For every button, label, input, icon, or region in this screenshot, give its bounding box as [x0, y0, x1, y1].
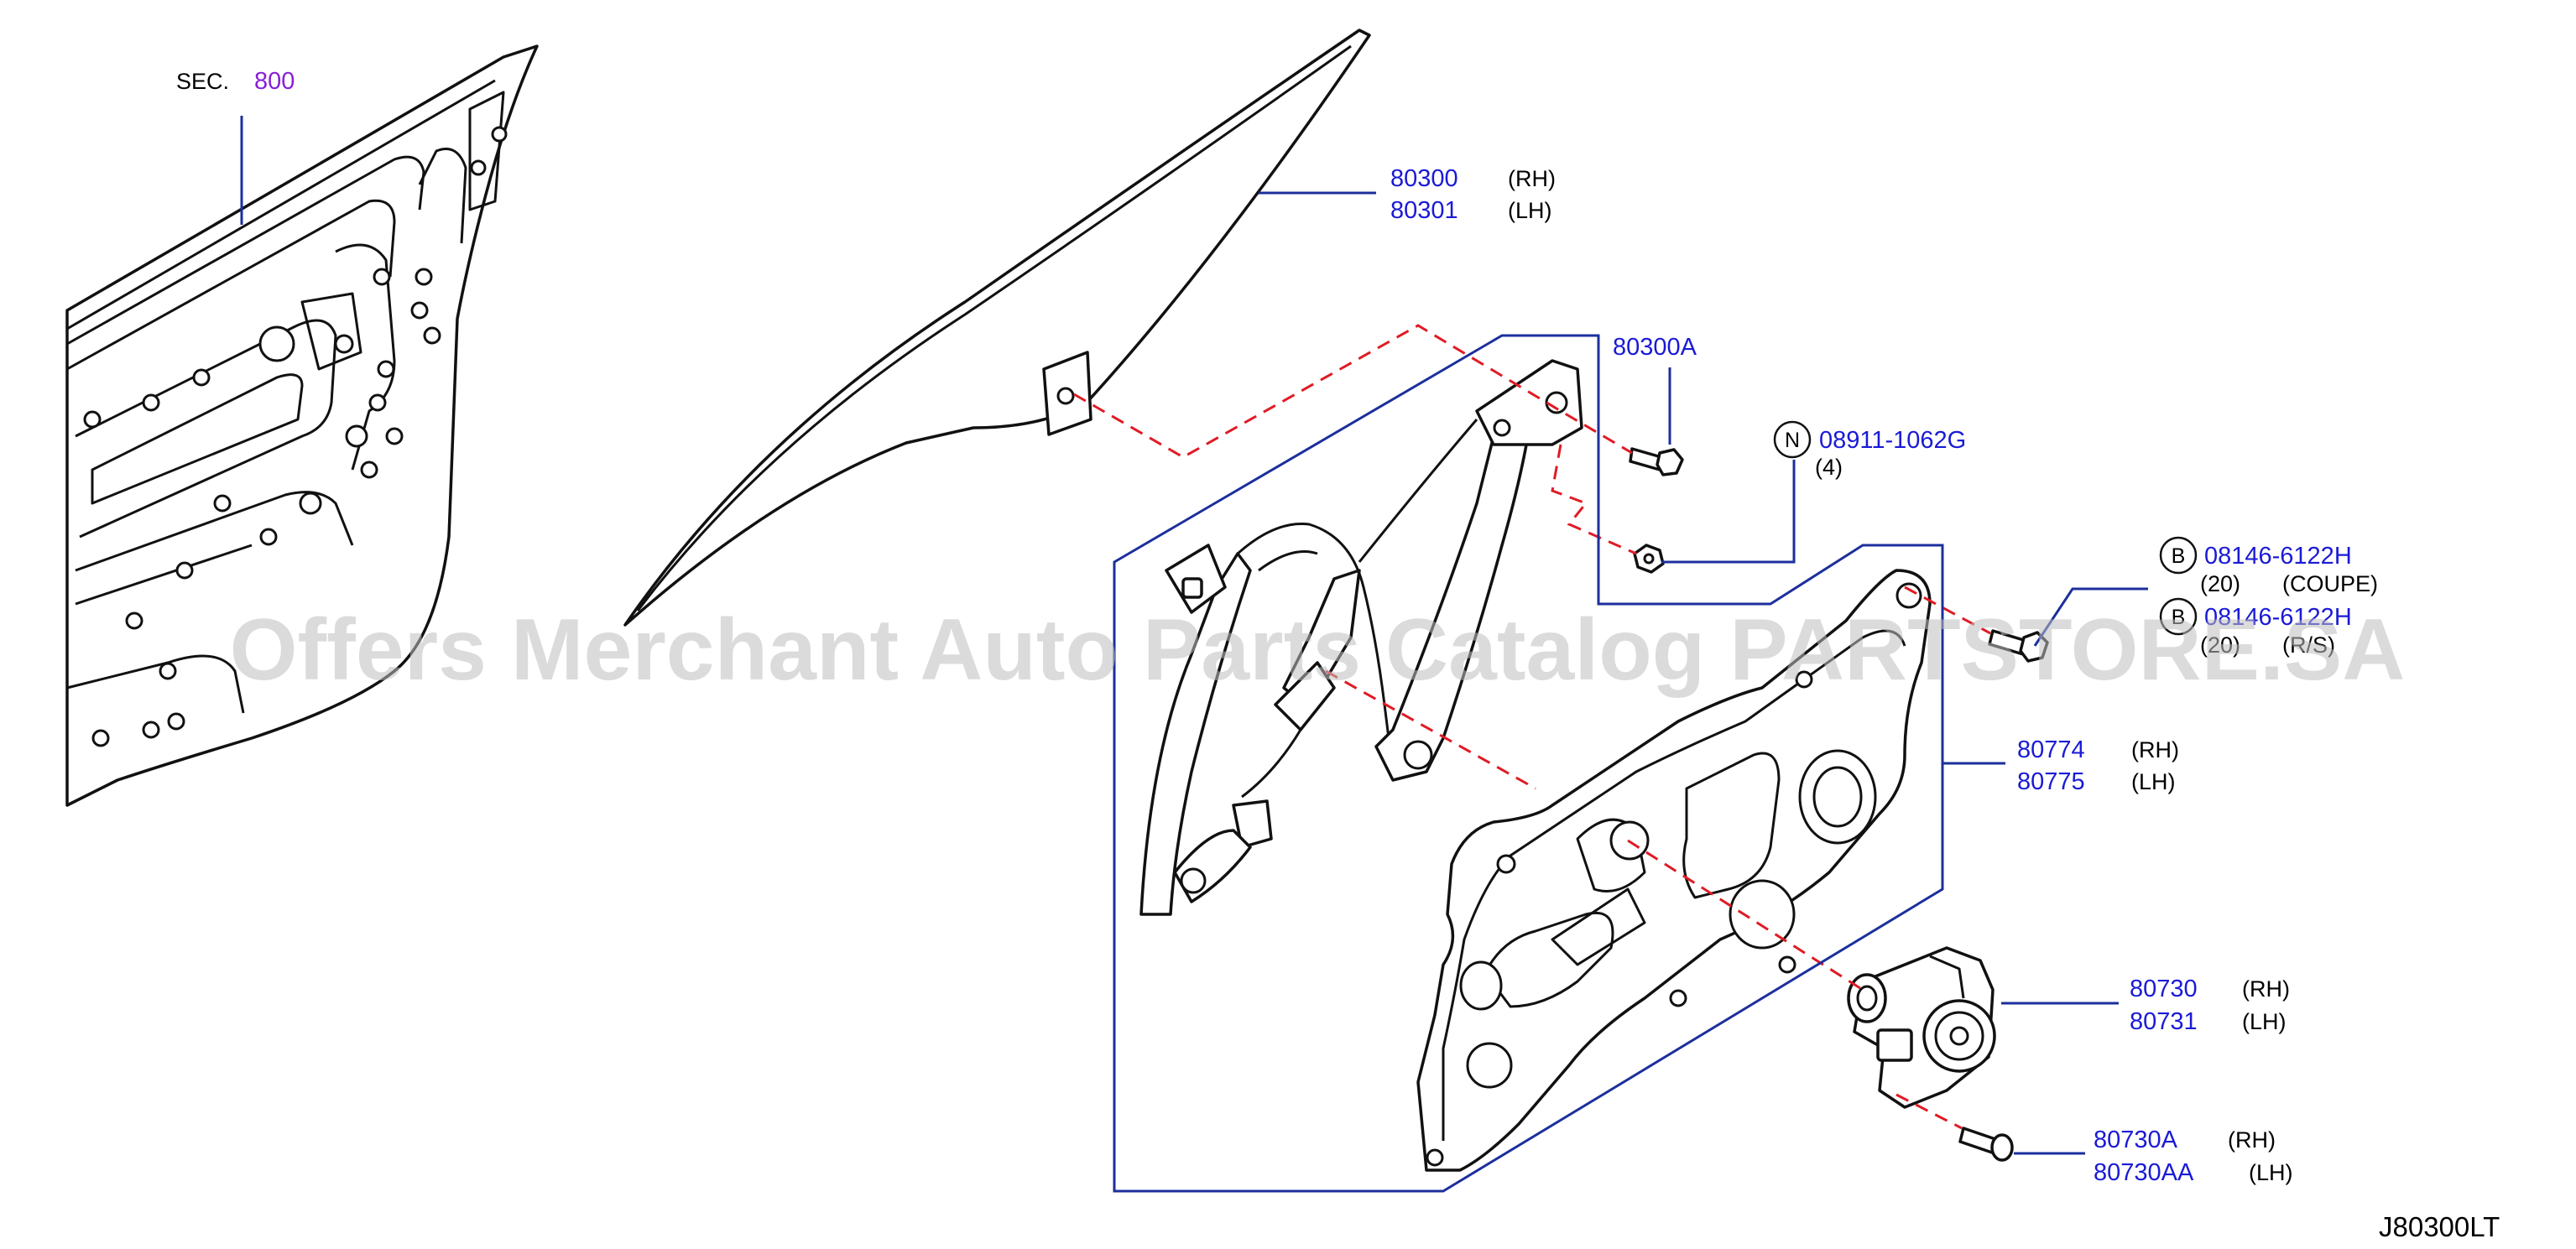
bolt-08146	[1988, 629, 2049, 663]
screw-80730a	[1958, 1127, 2014, 1162]
panel-lh-part[interactable]: 80775	[2017, 768, 2085, 795]
screw-lh-side: (LH)	[2249, 1160, 2293, 1185]
label-motor[interactable]: 80730 (RH) 80731 (LH)	[2130, 976, 2290, 1035]
bolt-rs-note: (R/S)	[2282, 632, 2335, 658]
motor-rh-side: (RH)	[2242, 976, 2290, 1002]
screw-rh-side: (RH)	[2228, 1127, 2276, 1153]
leader-lines	[240, 116, 2148, 1155]
diagram-reference: J80300LT	[2379, 1211, 2500, 1242]
door-glass	[623, 29, 1371, 627]
nut-qty: (4)	[1815, 455, 1843, 480]
assembly-guides	[1073, 324, 1991, 1130]
panel-lh-side: (LH)	[2131, 769, 2176, 794]
motor-lh-part[interactable]: 80731	[2130, 1008, 2198, 1035]
screw-rh-part[interactable]: 80730A	[2094, 1127, 2178, 1153]
screw-lh-part[interactable]: 80730AA	[2094, 1159, 2194, 1186]
glass-lh-part[interactable]: 80301	[1390, 197, 1458, 224]
sec-number[interactable]: 800	[254, 68, 295, 95]
watermark: Offers Merchant Auto Parts Catalog PARTS…	[230, 601, 2406, 699]
bolt-80300a	[1629, 447, 1684, 476]
window-regulator	[1139, 359, 1583, 916]
nut-symbol: N	[1785, 429, 1800, 452]
bolt-symbol: B	[2172, 544, 2186, 568]
motor-lh-side: (LH)	[2242, 1009, 2287, 1034]
bolt-coupe-part[interactable]: 08146-6122H	[2204, 543, 2352, 570]
panel-rh-part[interactable]: 80774	[2017, 736, 2085, 763]
assembly-outline	[1113, 334, 1944, 1193]
label-screw[interactable]: 80730A (RH) 80730AA (LH)	[2094, 1127, 2293, 1186]
nut-08911	[1633, 544, 1665, 574]
label-bolts-b[interactable]: B 08146-6122H (20) (COUPE) B 08146-6122H…	[2159, 536, 2378, 658]
sec-prefix: SEC.	[176, 69, 229, 94]
motor-rh-part[interactable]: 80730	[2130, 976, 2198, 1002]
bolt-rs-qty: (20)	[2200, 632, 2240, 658]
glass-rh-side: (RH)	[1508, 166, 1556, 191]
label-80300a[interactable]: 80300A	[1613, 334, 1697, 361]
label-panel[interactable]: 80774 (RH) 80775 (LH)	[2017, 736, 2179, 795]
bolt-symbol-icon	[2159, 536, 2198, 575]
bracket-bolt-part[interactable]: 80300A	[1613, 334, 1697, 361]
bolt-coupe-qty: (20)	[2200, 571, 2240, 596]
label-sec-800[interactable]: SEC. 800	[176, 68, 295, 95]
glass-lh-side: (LH)	[1508, 198, 1552, 223]
bolt-symbol-rs-icon	[2159, 597, 2198, 636]
bolt-rs-part[interactable]: 08146-6122H	[2204, 604, 2352, 631]
door-inner-panel	[65, 44, 539, 807]
panel-rh-side: (RH)	[2131, 737, 2179, 762]
label-glass[interactable]: 80300 (RH) 80301 (LH)	[1390, 165, 1556, 224]
bolt-coupe-note: (COUPE)	[2282, 571, 2378, 596]
bolt-symbol-rs: B	[2172, 606, 2186, 629]
nut-part[interactable]: 08911-1062G	[1819, 427, 1966, 454]
glass-rh-part[interactable]: 80300	[1390, 165, 1458, 192]
nut-symbol-icon	[1773, 420, 1812, 459]
window-motor	[1847, 946, 1996, 1109]
label-nut[interactable]: N 08911-1062G (4)	[1773, 420, 1966, 480]
